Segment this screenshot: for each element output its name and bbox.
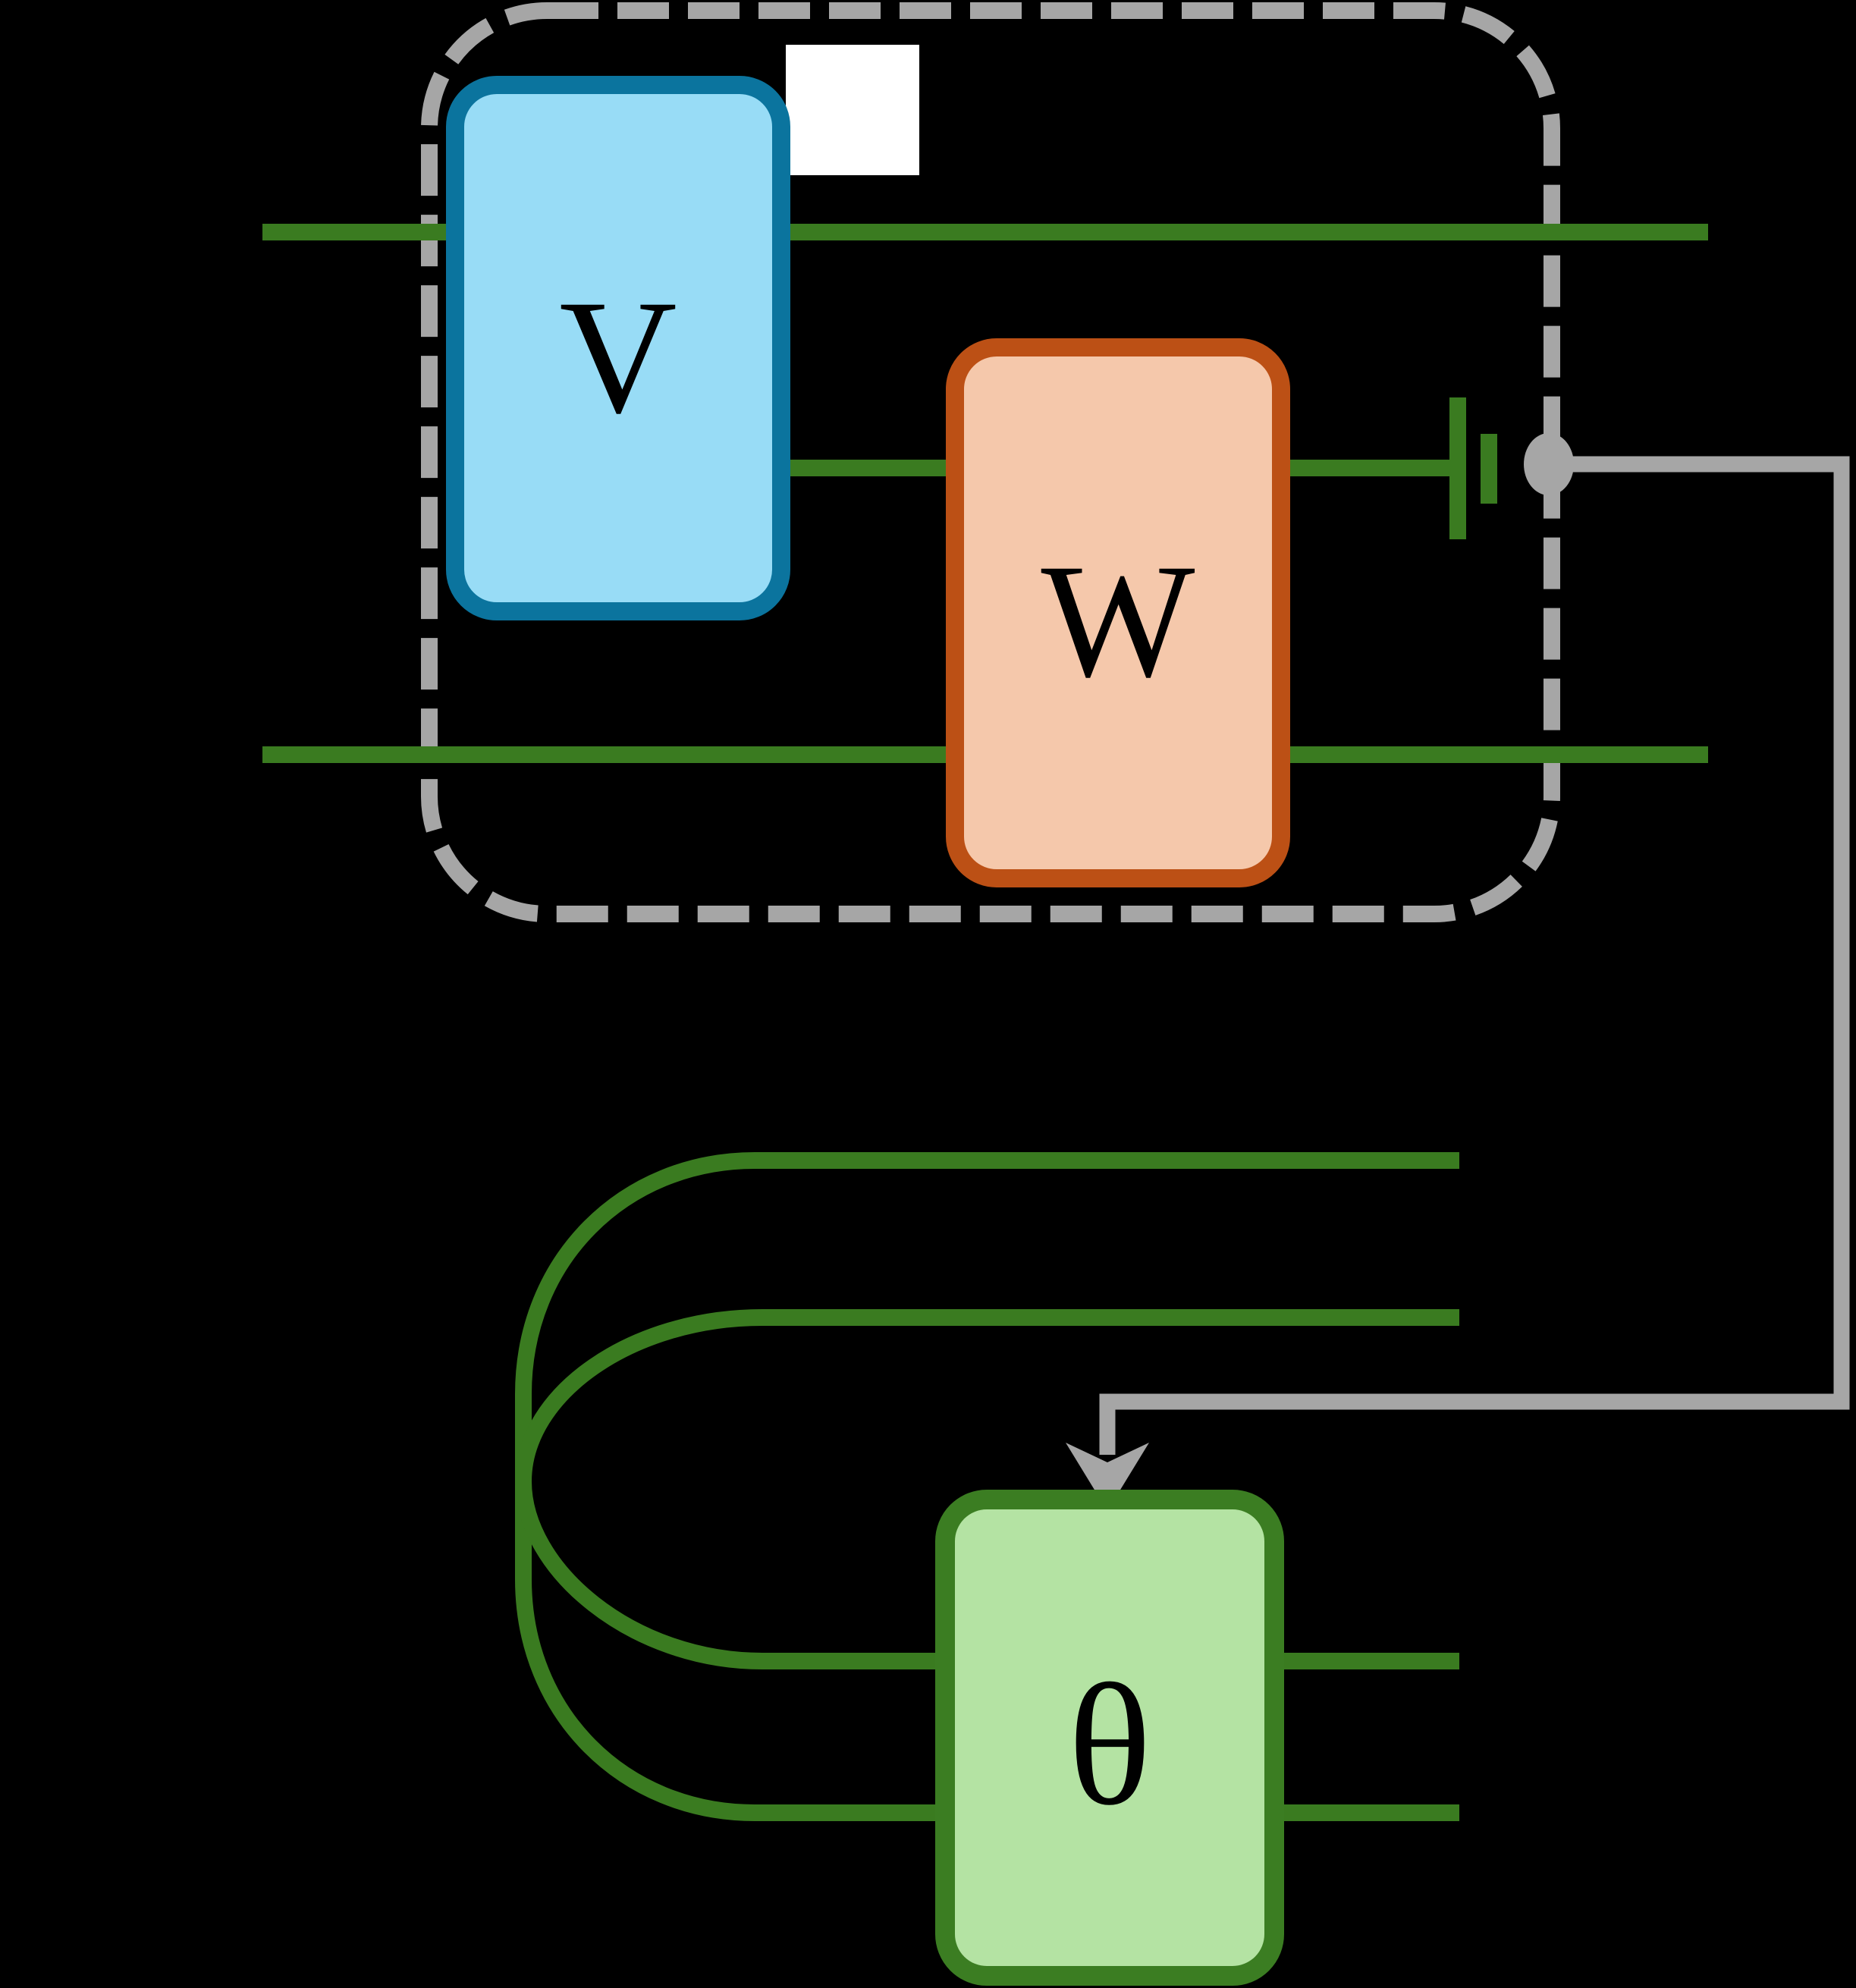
- gate-theta-label: θ: [1068, 1648, 1151, 1842]
- gate-w: W: [946, 338, 1290, 887]
- gate-theta-box: [935, 1490, 1284, 1986]
- feedforward-arrowhead-icon: [1066, 1443, 1149, 1511]
- gate-w-box: [946, 338, 1290, 887]
- classical-feedback-line: [1099, 456, 1850, 1455]
- bent-wire-inner: [514, 1309, 1459, 1669]
- terminator-bar-tall: [1449, 397, 1466, 539]
- gate-v: V: [446, 76, 790, 620]
- terminator-bar-short: [1481, 434, 1497, 504]
- measurement-terminator-icon: [1449, 397, 1497, 539]
- gate-w-label: W: [1041, 530, 1195, 711]
- white-placeholder: [786, 45, 919, 175]
- gate-v-label: V: [559, 266, 677, 448]
- classical-node-dot: [1524, 433, 1574, 495]
- gate-theta: θ: [935, 1490, 1284, 1986]
- dashed-boundary: [421, 2, 1560, 922]
- gate-v-box: [446, 76, 790, 620]
